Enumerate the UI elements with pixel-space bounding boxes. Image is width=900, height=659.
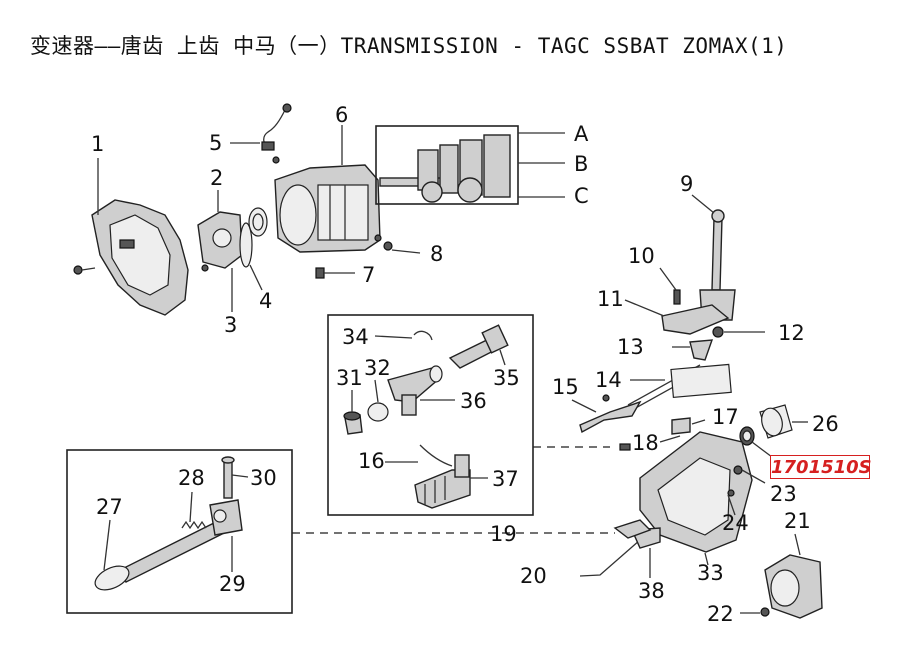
part-31-plug[interactable] [343, 411, 363, 435]
part-20-cable[interactable] [579, 539, 641, 577]
part-29-fork-block[interactable] [209, 499, 243, 536]
callout-29: 29 [219, 572, 246, 596]
part-30-pin[interactable] [221, 456, 235, 499]
part-8-plug[interactable] [374, 234, 421, 254]
callout-35: 35 [493, 366, 520, 390]
callout-9: 9 [680, 172, 693, 196]
part-32-ring[interactable] [367, 402, 389, 422]
part-34-clip[interactable] [413, 330, 433, 341]
callout-7: 7 [362, 263, 375, 287]
callout-17: 17 [712, 405, 739, 429]
callout-26: 26 [812, 412, 839, 436]
callout-1: 1 [91, 132, 104, 156]
gear-assembly-box [375, 125, 519, 205]
part-12-pivot[interactable] [712, 326, 765, 338]
callout-38: 38 [638, 579, 665, 603]
part-1-bell-housing[interactable] [73, 199, 189, 316]
part-15-select-lever[interactable] [579, 394, 642, 434]
callout-labels: 1 2 3 4 5 6 7 8 9 10 11 12 13 14 15 16 1… [91, 103, 839, 626]
callout-13: 13 [617, 335, 644, 359]
callout-15: 15 [552, 375, 579, 399]
callout-8: 8 [430, 242, 443, 266]
part-6-transmission-case[interactable] [248, 164, 381, 253]
part-28-spring[interactable] [181, 520, 207, 530]
callout-33: 33 [697, 561, 724, 585]
part-2-front-cover[interactable] [197, 211, 243, 272]
callout-C: C [574, 184, 589, 208]
callout-A: A [574, 122, 589, 146]
callout-27: 27 [96, 495, 123, 519]
part-35-shaft-gear[interactable] [448, 324, 509, 369]
part-11-lever-bracket[interactable] [661, 289, 730, 335]
callout-11: 11 [597, 287, 624, 311]
part-19-shift-fork[interactable] [613, 519, 652, 539]
part-27-shift-shaft[interactable] [91, 519, 227, 595]
callout-B: B [574, 152, 588, 176]
callout-31: 31 [336, 366, 363, 390]
callout-2: 2 [210, 166, 223, 190]
callout-30: 30 [250, 466, 277, 490]
callout-37: 37 [492, 467, 519, 491]
callout-20: 20 [520, 564, 547, 588]
callout-24: 24 [722, 511, 749, 535]
callout-5: 5 [209, 131, 222, 155]
callout-23: 23 [770, 482, 797, 506]
diagram-title: 变速器——唐齿 上齿 中马（一）TRANSMISSION - TAGC SSBA… [30, 34, 788, 58]
callout-19: 19 [490, 522, 517, 546]
callout-34: 34 [342, 325, 369, 349]
callout-16: 16 [358, 449, 385, 473]
part-18-bolt[interactable] [619, 435, 681, 451]
part-26-bushing[interactable] [759, 404, 808, 439]
callout-21: 21 [784, 509, 811, 533]
inspection-cover-gasket[interactable] [670, 363, 732, 399]
shift-fork-detail-box [66, 449, 293, 614]
callout-28: 28 [178, 466, 205, 490]
part-17-sensor[interactable] [671, 417, 706, 435]
part-7-bolt[interactable] [315, 267, 355, 279]
callout-12: 12 [778, 321, 805, 345]
gear-train-assembly[interactable] [379, 134, 511, 203]
part-4-gasket[interactable] [239, 222, 253, 268]
part-9-shift-lever[interactable] [699, 209, 736, 321]
part-33-extension-housing[interactable] [639, 431, 753, 553]
callout-36: 36 [460, 389, 487, 413]
callout-4: 4 [259, 289, 272, 313]
part-37-shift-sleeve[interactable] [414, 454, 471, 509]
part-22-bolt[interactable] [740, 607, 770, 617]
part-16-wire[interactable] [419, 444, 453, 467]
callout-6: 6 [335, 103, 348, 127]
part-36-shift-block[interactable] [387, 365, 443, 416]
callout-10: 10 [628, 244, 655, 268]
callout-32: 32 [364, 356, 391, 380]
part-21-rear-housing[interactable] [764, 554, 823, 619]
part-13-pin[interactable] [672, 339, 714, 361]
highlighted-part-number[interactable]: 1701510S [770, 455, 872, 479]
callout-22: 22 [707, 602, 734, 626]
callout-18: 18 [632, 431, 659, 455]
callout-3: 3 [224, 313, 237, 337]
shift-shaft-detail-box [327, 314, 534, 516]
part-5-sensor-harness[interactable] [261, 103, 292, 164]
callout-14: 14 [595, 368, 622, 392]
part-25-oil-seal[interactable] [739, 426, 755, 446]
